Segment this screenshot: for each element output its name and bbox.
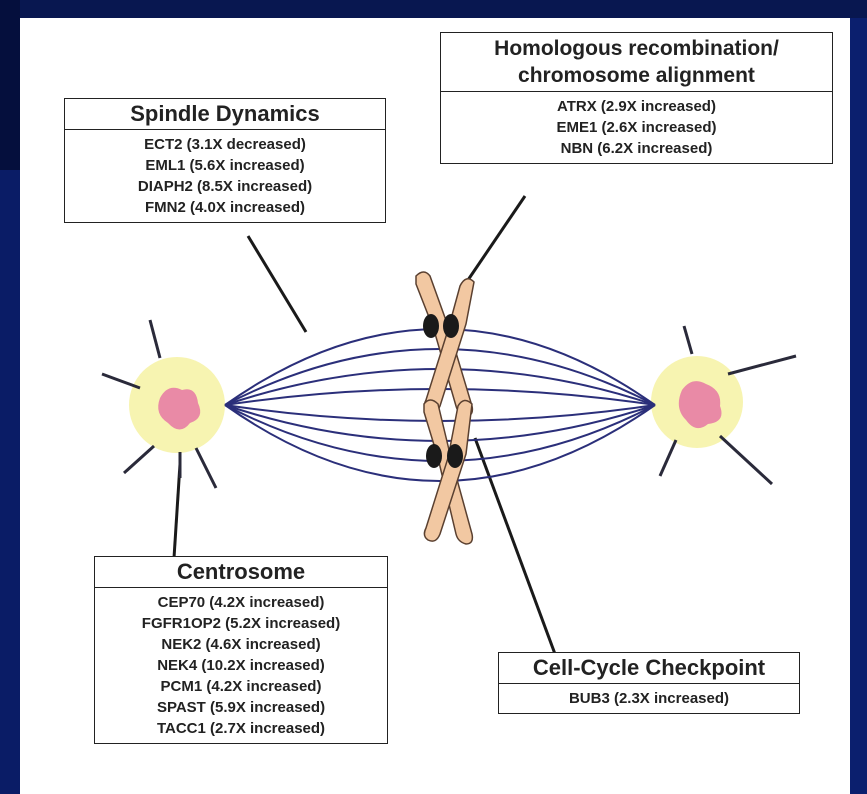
centrosome-item: CEP70 (4.2X increased): [99, 592, 383, 613]
centrosome-item: PCM1 (4.2X increased): [99, 676, 383, 697]
cell-cycle-checkpoint-box: Cell-Cycle Checkpoint BUB3 (2.3X increas…: [498, 652, 800, 714]
centrosome-title: Centrosome: [95, 557, 387, 588]
homologous-recombination-box: Homologous recombination/ chromosome ali…: [440, 32, 833, 164]
homologous-item: ATRX (2.9X increased): [445, 96, 828, 117]
homologous-title-line1: Homologous recombination/: [445, 35, 828, 62]
spindle-dynamics-item: DIAPH2 (8.5X increased): [69, 176, 381, 197]
chromosome-upper: [416, 272, 474, 416]
centrosome-item: SPAST (5.9X increased): [99, 697, 383, 718]
connector-spindle: [248, 236, 306, 332]
centrosome-box: Centrosome CEP70 (4.2X increased) FGFR1O…: [94, 556, 388, 744]
centrosome-item: TACC1 (2.7X increased): [99, 718, 383, 739]
centrosome-item: NEK4 (10.2X increased): [99, 655, 383, 676]
centrosome-item: NEK2 (4.6X increased): [99, 634, 383, 655]
spindle-dynamics-title: Spindle Dynamics: [65, 99, 385, 130]
cell-cycle-checkpoint-item: BUB3 (2.3X increased): [503, 688, 795, 709]
spindle-dynamics-item: ECT2 (3.1X decreased): [69, 134, 381, 155]
spindle-dynamics-item: EML1 (5.6X increased): [69, 155, 381, 176]
slide-left-bar: [0, 0, 20, 794]
diagram-canvas: Spindle Dynamics ECT2 (3.1X decreased) E…: [20, 18, 850, 794]
homologous-recombination-title: Homologous recombination/ chromosome ali…: [441, 33, 832, 92]
cell-cycle-checkpoint-title: Cell-Cycle Checkpoint: [499, 653, 799, 684]
homologous-item: EME1 (2.6X increased): [445, 117, 828, 138]
centrosome-right: [651, 326, 796, 484]
spindle-dynamics-item: FMN2 (4.0X increased): [69, 197, 381, 218]
connector-checkpoint: [475, 438, 555, 654]
connector-centrosome: [174, 464, 180, 558]
connector-homologous: [468, 196, 525, 280]
spindle-dynamics-box: Spindle Dynamics ECT2 (3.1X decreased) E…: [64, 98, 386, 223]
chromosomes: [416, 272, 474, 544]
slide-top-bar: [0, 0, 867, 18]
homologous-item: NBN (6.2X increased): [445, 138, 828, 159]
centrosome-item: FGFR1OP2 (5.2X increased): [99, 613, 383, 634]
homologous-title-line2: chromosome alignment: [445, 62, 828, 89]
centrosome-left: [102, 320, 225, 488]
